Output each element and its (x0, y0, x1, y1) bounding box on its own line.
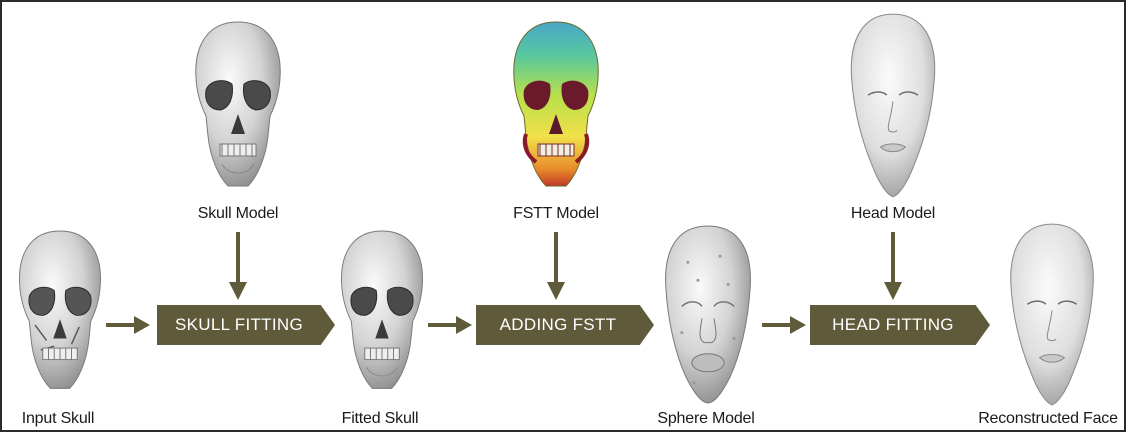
down-arrow-fstt-model (546, 232, 566, 302)
stage-skull-fitting: SKULL FITTING (157, 305, 335, 345)
down-arrow-skull-model (228, 232, 248, 302)
fitted-skull-label: Fitted Skull (342, 410, 419, 428)
head-model-image (840, 10, 946, 202)
input-skull-label: Input Skull (22, 410, 95, 428)
right-arrow-2 (428, 315, 472, 335)
right-arrow-3 (762, 315, 806, 335)
skull-model-label: Skull Model (198, 205, 279, 223)
fstt-model-image (504, 16, 608, 201)
stage-head-fitting: HEAD FITTING (810, 305, 990, 345)
fstt-model-label: FSTT Model (513, 205, 599, 223)
sphere-model-label: Sphere Model (657, 410, 754, 428)
head-model-label: Head Model (851, 205, 935, 223)
right-arrow-1 (106, 315, 150, 335)
stage-adding-fstt-label: ADDING FSTT (500, 315, 617, 335)
reconstructed-face-image (998, 220, 1106, 410)
stage-skull-fitting-label: SKULL FITTING (175, 315, 303, 335)
reconstructed-face-label: Reconstructed Face (978, 410, 1118, 428)
down-arrow-head-model (883, 232, 903, 302)
stage-adding-fstt: ADDING FSTT (476, 305, 654, 345)
skull-model-image (188, 16, 288, 201)
input-skull-image (12, 224, 108, 404)
sphere-model-image (656, 222, 760, 408)
stage-head-fitting-label: HEAD FITTING (832, 315, 954, 335)
fitted-skull-image (334, 224, 430, 404)
